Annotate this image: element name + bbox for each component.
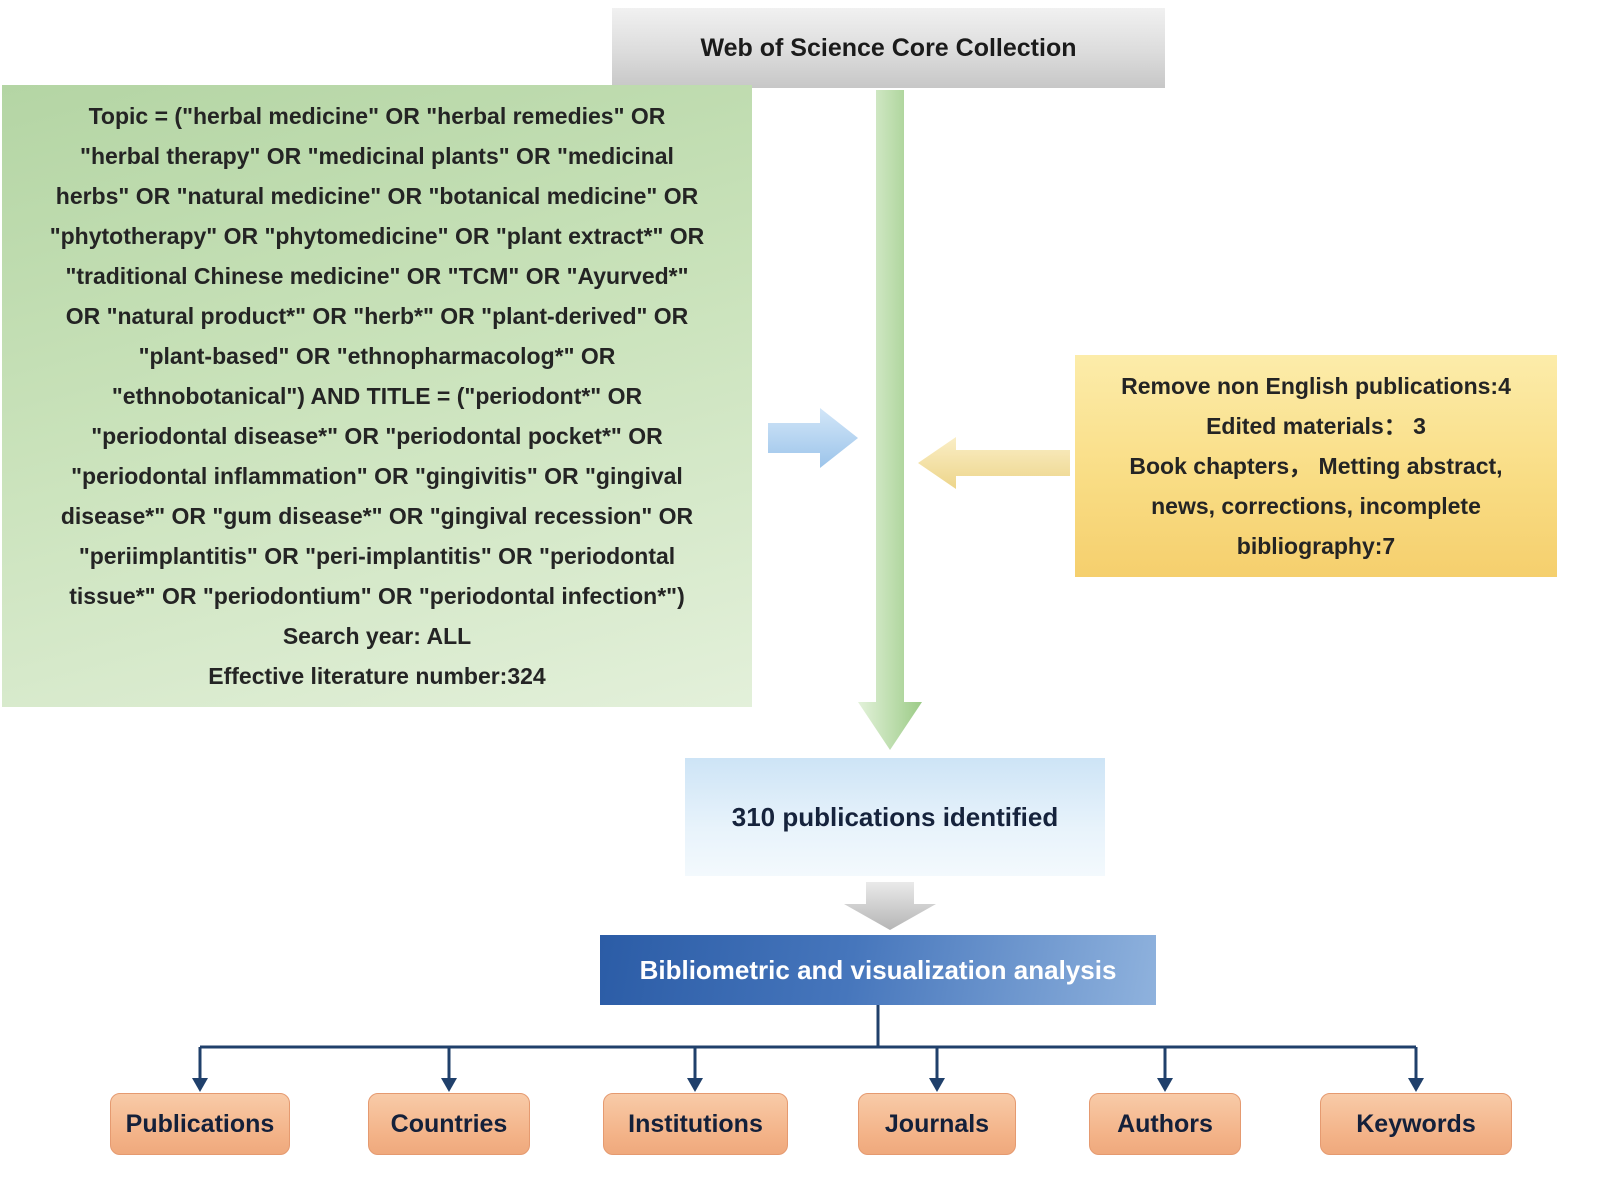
category-box-institutions: Institutions: [603, 1093, 788, 1155]
category-label: Authors: [1117, 1109, 1213, 1138]
category-box-publications: Publications: [110, 1093, 290, 1155]
identified-publications-box: 310 publications identified: [685, 758, 1105, 876]
connector-arrowheads: [192, 1078, 1424, 1092]
category-box-journals: Journals: [858, 1093, 1016, 1155]
exclusion-box: Remove non English publications:4 Edited…: [1075, 355, 1557, 577]
database-box: Web of Science Core Collection: [612, 8, 1165, 88]
exclusion-text: Remove non English publications:4 Edited…: [1121, 373, 1511, 559]
connector-tree: [198, 1005, 1418, 1080]
category-box-authors: Authors: [1089, 1093, 1241, 1155]
category-label: Keywords: [1356, 1109, 1476, 1138]
yellow-left-arrow: [918, 437, 1070, 489]
database-title: Web of Science Core Collection: [700, 33, 1077, 62]
category-box-keywords: Keywords: [1320, 1093, 1512, 1155]
category-label: Institutions: [628, 1109, 763, 1138]
blue-right-arrow: [768, 408, 858, 468]
category-label: Publications: [125, 1109, 275, 1138]
identified-label: 310 publications identified: [731, 801, 1059, 832]
analysis-label: Bibliometric and visualization analysis: [639, 954, 1117, 985]
search-query-box: Topic = ("herbal medicine" OR "herbal re…: [2, 85, 752, 707]
gray-down-arrow: [844, 882, 936, 930]
category-label: Countries: [390, 1109, 508, 1138]
green-down-arrow: [858, 90, 922, 750]
analysis-box: Bibliometric and visualization analysis: [600, 935, 1156, 1005]
search-query-text: Topic = ("herbal medicine" OR "herbal re…: [49, 103, 705, 689]
category-box-countries: Countries: [368, 1093, 530, 1155]
category-label: Journals: [884, 1109, 990, 1138]
